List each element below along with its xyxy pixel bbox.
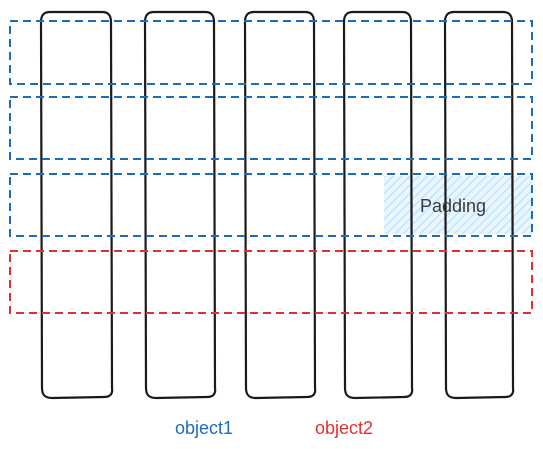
object1-row-3: [9, 173, 533, 237]
object1-row-2: [9, 96, 533, 160]
legend-object1-label: object1: [175, 418, 234, 438]
object1-rows: [9, 20, 533, 237]
column-4: [342, 10, 414, 400]
column-2: [143, 10, 217, 400]
columns: [39, 10, 515, 400]
legend-object2-label: object2: [315, 418, 374, 438]
padding-region: [384, 176, 532, 234]
column-5: [443, 10, 515, 400]
object1-row-1: [9, 20, 533, 85]
object2-row: [9, 250, 533, 314]
column-1: [39, 10, 114, 400]
column-3: [243, 10, 317, 400]
padding-label: Padding: [420, 196, 487, 216]
